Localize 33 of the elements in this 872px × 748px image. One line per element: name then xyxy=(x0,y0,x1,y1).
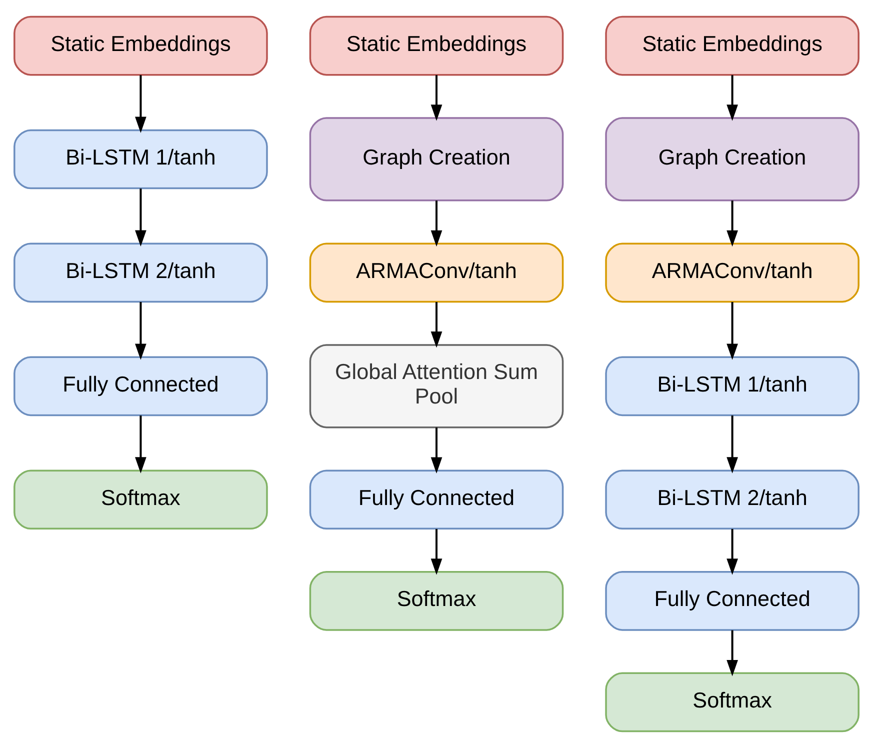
arrow xyxy=(430,75,442,121)
arrow xyxy=(134,75,146,133)
node-box: Graph Creation xyxy=(308,117,564,202)
arrow xyxy=(726,630,738,676)
node-box: Fully Connected xyxy=(13,356,268,416)
arrow xyxy=(430,302,442,348)
node-box: Bi-LSTM 2/tanh xyxy=(13,242,268,303)
node-box: Static Embeddings xyxy=(604,16,859,76)
arrow xyxy=(726,415,738,474)
node-box: Softmax xyxy=(308,571,564,631)
node-box: Graph Creation xyxy=(604,117,859,202)
arrow xyxy=(430,528,442,575)
node-box: Global Attention Sum Pool xyxy=(308,344,564,428)
arrow xyxy=(430,428,442,474)
node-box: Fully Connected xyxy=(604,571,859,631)
node-box: Bi-LSTM 1/tanh xyxy=(604,356,859,416)
arrow xyxy=(430,200,442,247)
node-box: Fully Connected xyxy=(308,470,564,530)
arrow xyxy=(134,188,146,246)
node-box: Static Embeddings xyxy=(13,16,268,76)
node-box: Softmax xyxy=(604,672,859,732)
arrow xyxy=(134,415,146,474)
node-box: Bi-LSTM 2/tanh xyxy=(604,470,859,530)
arrow xyxy=(726,200,738,247)
node-box: Softmax xyxy=(13,470,268,530)
node-box: ARMAConv/tanh xyxy=(308,242,564,303)
arrow xyxy=(726,302,738,360)
arrow xyxy=(134,302,146,360)
arrow xyxy=(726,75,738,121)
node-box: Static Embeddings xyxy=(308,16,564,76)
node-box: Bi-LSTM 1/tanh xyxy=(13,129,268,190)
node-box: ARMAConv/tanh xyxy=(604,242,859,303)
arrow xyxy=(726,528,738,575)
